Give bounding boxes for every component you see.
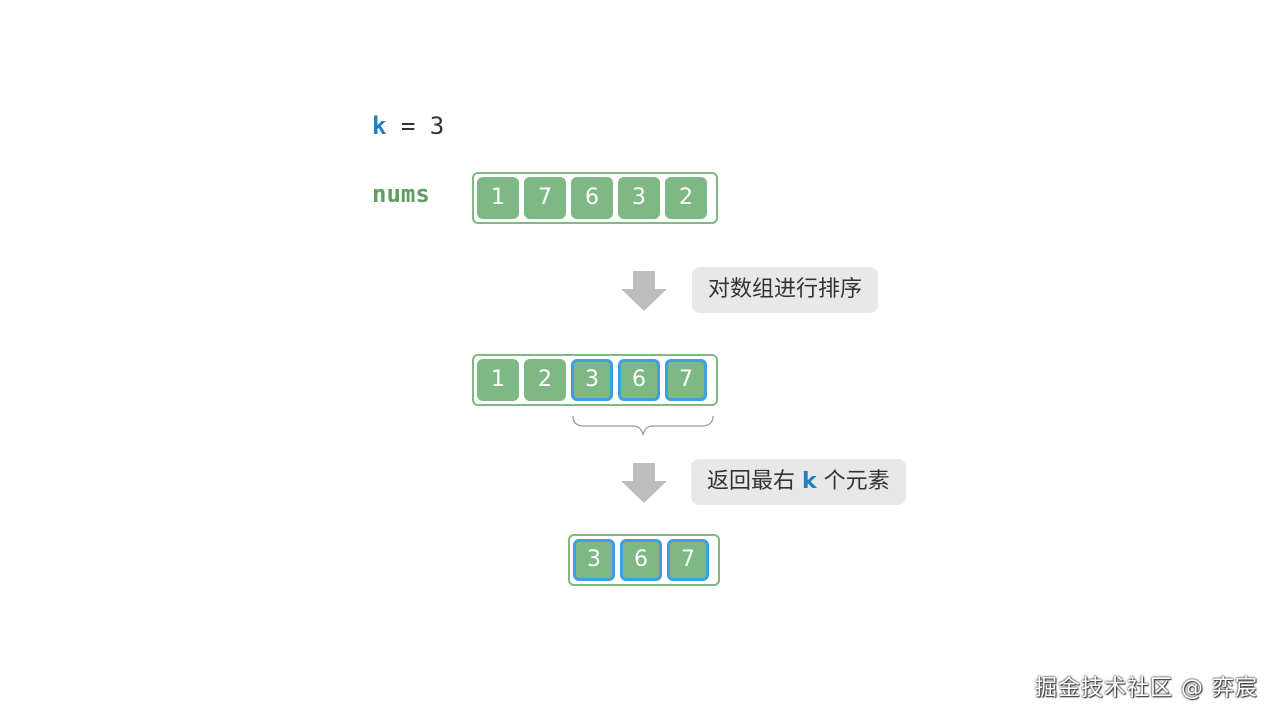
result-array-cell: 3 [573, 539, 615, 581]
sorted-array-cell: 6 [618, 359, 660, 401]
k-value: = 3 [386, 112, 445, 140]
sorted-array-cell: 3 [571, 359, 613, 401]
array-cell: 1 [477, 177, 519, 219]
step-return-prefix: 返回最右 [707, 469, 802, 494]
watermark: 掘金技术社区 @ 弈宸 [1035, 676, 1258, 701]
down-arrow-icon-2 [621, 463, 667, 503]
result-array-cell: 6 [620, 539, 662, 581]
array-cell: 3 [618, 177, 660, 219]
nums-label: nums [372, 180, 430, 208]
array-cell: 7 [524, 177, 566, 219]
step-sort-label: 对数组进行排序 [692, 267, 879, 313]
k-declaration: k = 3 [372, 112, 444, 140]
array-cell: 6 [571, 177, 613, 219]
k-variable: k [372, 112, 387, 140]
step-return-suffix: 个元素 [816, 469, 890, 494]
step-return-k: k [802, 469, 817, 494]
right-k-brace [572, 415, 714, 436]
sorted-array-cell: 7 [665, 359, 707, 401]
sorted-array-cell: 2 [524, 359, 566, 401]
down-arrow-icon-1 [621, 271, 667, 311]
result-array-cell: 7 [667, 539, 709, 581]
step-return-label: 返回最右 k 个元素 [691, 459, 906, 505]
array-cell: 2 [665, 177, 707, 219]
sorted-array-cell: 1 [477, 359, 519, 401]
